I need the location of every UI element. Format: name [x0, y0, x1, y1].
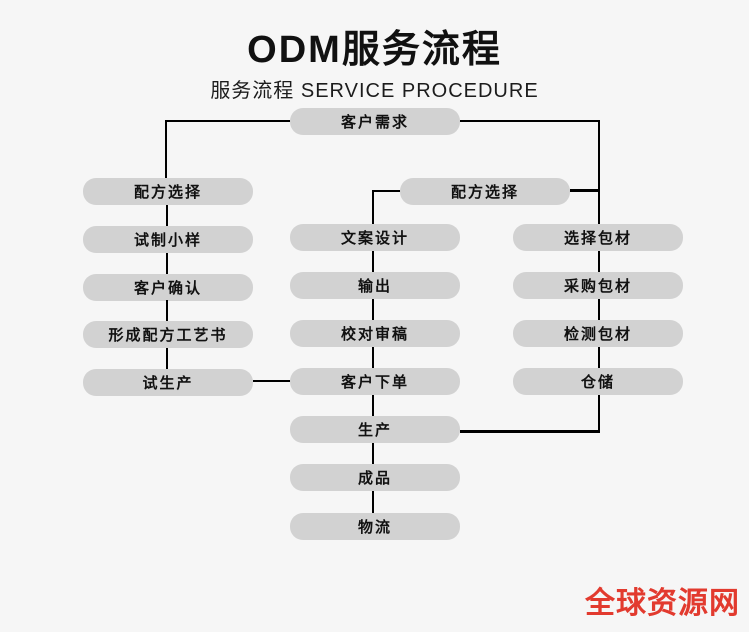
connector-mid-4	[372, 395, 374, 416]
connector-warehouse-down-v	[598, 395, 600, 433]
node-production: 生产	[290, 416, 460, 443]
connector-left-3	[166, 300, 168, 321]
node-customer-demand: 客户需求	[290, 108, 460, 135]
connector-root-left-h	[165, 120, 290, 122]
connector-mid-head-left-h	[373, 190, 400, 192]
node-customer-confirmation: 客户确认	[83, 274, 253, 301]
connector-trial-order-h	[253, 380, 290, 382]
node-formula-selection-left: 配方选择	[83, 178, 253, 205]
connector-mid-6	[372, 491, 374, 513]
connector-mid-2	[372, 299, 374, 320]
node-inspect-packaging: 检测包材	[513, 320, 683, 347]
node-copy-design: 文案设计	[290, 224, 460, 251]
connector-left-2	[166, 253, 168, 274]
page-subtitle: 服务流程 SERVICE PROCEDURE	[210, 80, 539, 102]
connector-mid-head-left-v	[372, 190, 374, 224]
connector-mid-1	[372, 251, 374, 272]
connector-right-2	[598, 299, 600, 320]
watermark-site-logo: 全球资源网	[585, 587, 740, 620]
node-customer-order: 客户下单	[290, 368, 460, 395]
node-formula-process-document: 形成配方工艺书	[83, 321, 253, 348]
connector-right-1	[598, 251, 600, 272]
connector-mid-3	[372, 347, 374, 368]
node-formula-selection-mid: 配方选择	[400, 178, 570, 205]
node-select-packaging: 选择包材	[513, 224, 683, 251]
connector-warehouse-production-h	[460, 430, 600, 433]
node-purchase-packaging: 采购包材	[513, 272, 683, 299]
node-proofreading: 校对审稿	[290, 320, 460, 347]
connector-root-left-v	[165, 120, 167, 178]
node-trial-sample: 试制小样	[83, 226, 253, 253]
connector-right-rail-v	[598, 120, 600, 224]
connector-mid-head-right-h	[570, 189, 600, 192]
node-output: 输出	[290, 272, 460, 299]
connector-mid-5	[372, 443, 374, 464]
node-trial-production: 试生产	[83, 369, 253, 396]
node-logistics: 物流	[290, 513, 460, 540]
node-warehousing: 仓储	[513, 368, 683, 395]
connector-root-right-h	[460, 120, 600, 122]
connector-left-1	[166, 205, 168, 226]
connector-right-3	[598, 347, 600, 368]
connector-left-4	[166, 348, 168, 369]
page-title: ODM服务流程	[247, 29, 502, 71]
node-finished-product: 成品	[290, 464, 460, 491]
